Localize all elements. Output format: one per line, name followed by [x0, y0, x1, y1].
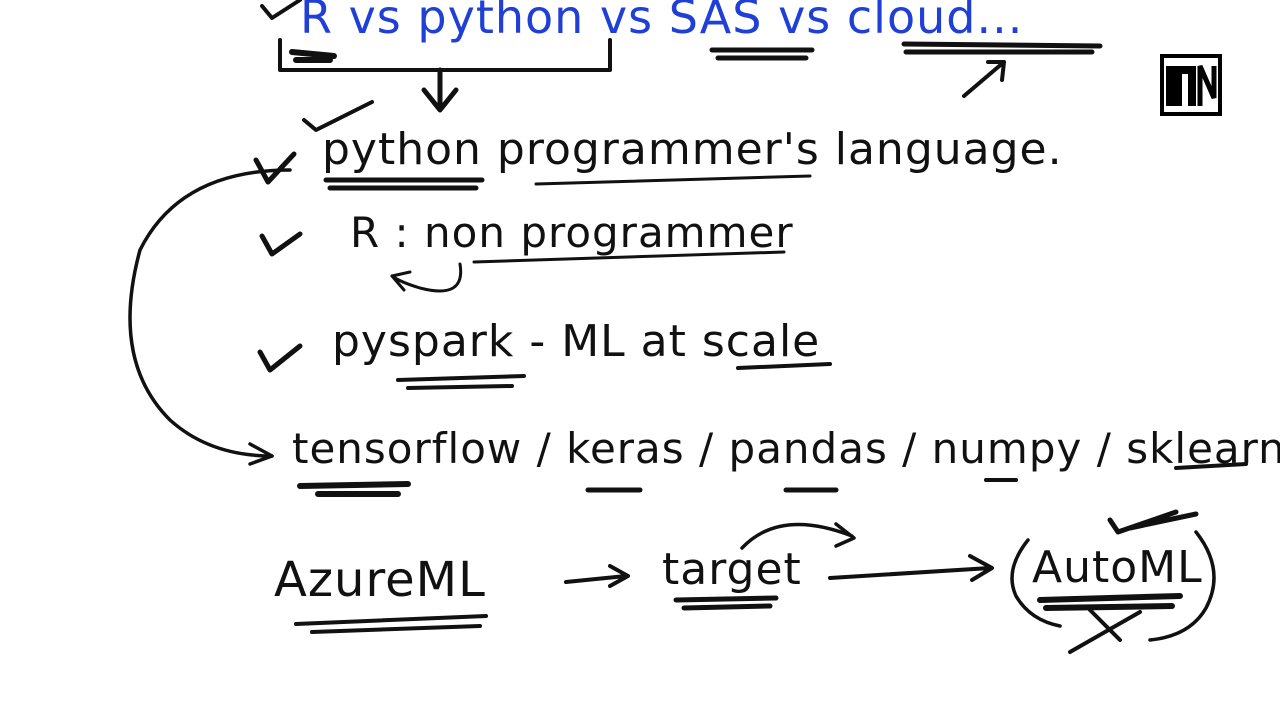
note-automl: AutoML [1032, 542, 1203, 593]
underline-tensorflow [297, 481, 411, 497]
underline-automl [1037, 593, 1183, 611]
brand-logo-icon [1160, 54, 1222, 116]
curl-arrow [390, 262, 463, 293]
note-libraries: tensorflow / keras / pandas / numpy / sk… [292, 424, 1280, 473]
underline-azureml [294, 614, 488, 634]
check-mark-top [302, 100, 374, 132]
underline-spark [396, 374, 526, 390]
check-mark-pyspark [257, 343, 303, 373]
top-arc-arrow [740, 522, 856, 550]
arrow-azure-target [564, 564, 630, 588]
arrow-target-automl [828, 554, 994, 582]
title-text: R vs python vs SAS vs cloud... [300, 0, 1024, 44]
automl-check-mark [1107, 509, 1199, 535]
check-mark-r [259, 231, 303, 257]
automl-cross-mark [1068, 608, 1142, 654]
title-bracket [278, 38, 612, 72]
check-mark-python [253, 151, 297, 185]
title-underline-sas [709, 47, 815, 61]
automl-circle [1010, 530, 1216, 642]
underline-target [673, 595, 779, 611]
note-python: python programmer's language. [322, 124, 1063, 175]
title-underline-r [289, 49, 337, 63]
note-azureml: AzureML [274, 552, 486, 608]
curved-arrow [128, 168, 292, 458]
cloud-arrow [962, 60, 1006, 98]
title-underline-cloud [901, 41, 1103, 55]
note-pyspark: pyspark - ML at scale [332, 316, 821, 367]
curved-arrow-head [248, 442, 274, 466]
note-target: target [662, 544, 802, 595]
title-check-mark [260, 0, 302, 20]
underline-scale [736, 362, 832, 370]
down-arrow [421, 67, 459, 113]
underline-non-programmer [472, 250, 786, 264]
note-r: R : non programmer [350, 208, 794, 257]
underline-sklearn [1174, 462, 1248, 470]
underline-programmers [534, 174, 812, 186]
underline-python [323, 177, 485, 191]
